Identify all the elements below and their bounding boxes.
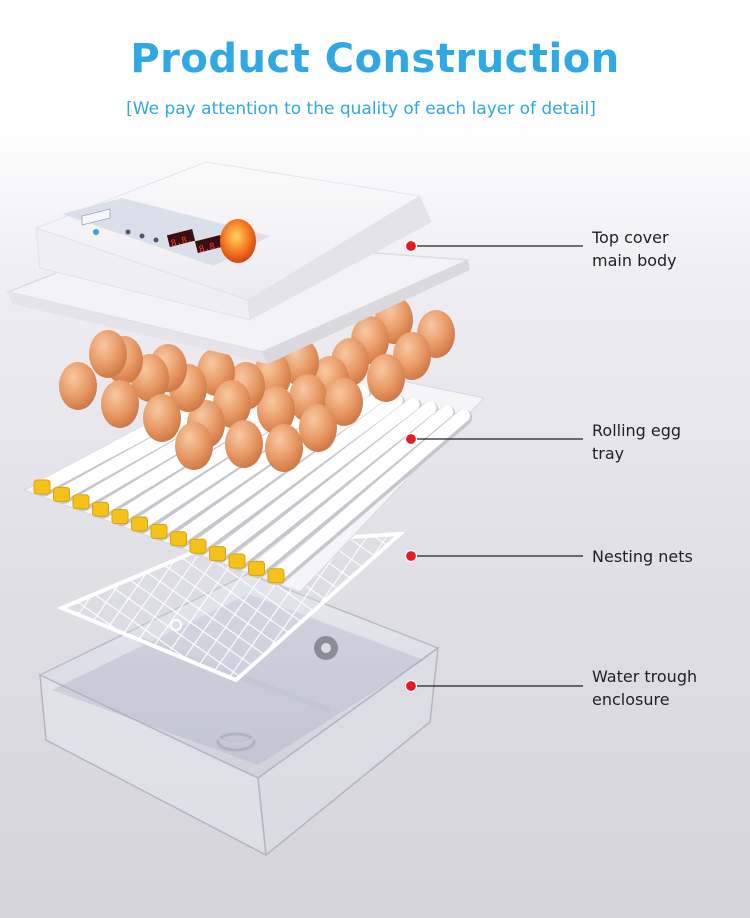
egg xyxy=(59,362,97,410)
roller-gear xyxy=(72,494,90,510)
label-rolling-egg-tray: Rolling egg tray xyxy=(592,421,682,463)
tray-roller xyxy=(213,397,420,560)
roller-gear xyxy=(209,546,226,562)
roller-gear xyxy=(189,538,207,554)
tray-roller xyxy=(232,401,437,567)
callout-dot xyxy=(404,239,418,253)
egg xyxy=(299,404,337,452)
roller-gear xyxy=(53,486,70,502)
egg xyxy=(257,386,295,434)
page-title: Product Construction xyxy=(130,36,620,82)
roller-gear xyxy=(111,509,129,525)
egg xyxy=(101,380,139,428)
egg xyxy=(143,394,181,442)
label-nesting-nets: Nesting nets xyxy=(592,547,693,566)
egg xyxy=(225,420,263,468)
roller-gear xyxy=(150,523,168,539)
page-subtitle: [We pay attention to the quality of each… xyxy=(126,99,596,119)
top-cover: 8.8. 8.8. xyxy=(5,161,470,364)
callout-dot xyxy=(404,679,418,693)
egg xyxy=(175,422,213,470)
roller-gear xyxy=(170,531,187,547)
callout-dot xyxy=(404,549,418,563)
roller-gear xyxy=(92,501,109,517)
label-top-cover-main-body: Top cover main body xyxy=(592,228,677,270)
egg xyxy=(265,424,303,472)
roller-gear xyxy=(267,568,285,584)
tray-roller xyxy=(193,393,403,552)
roller-gear xyxy=(131,516,148,532)
label-water-trough-enclosure: Water trough enclosure xyxy=(592,667,698,709)
roller-gear xyxy=(248,560,265,576)
callout-dot xyxy=(404,432,418,446)
egg-group xyxy=(59,296,455,472)
egg xyxy=(325,378,363,426)
roller-gear xyxy=(33,479,51,495)
egg xyxy=(367,354,405,402)
tray-roller xyxy=(271,409,471,582)
roller-gear xyxy=(228,553,246,569)
egg xyxy=(89,330,127,378)
